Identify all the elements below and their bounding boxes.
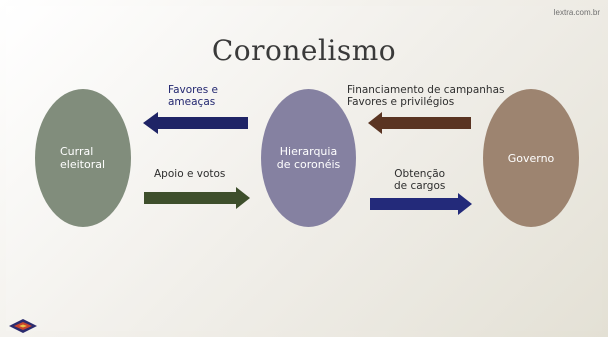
watermark: lextra.com.br bbox=[553, 8, 600, 17]
label-favores: Favores e ameaças bbox=[168, 84, 218, 108]
label-obtencao: Obtenção de cargos bbox=[394, 168, 446, 192]
arrow-favores bbox=[143, 112, 248, 134]
node-curral-label: Curral eleitoral bbox=[60, 145, 106, 171]
node-governo-label: Governo bbox=[507, 151, 555, 165]
label-apoio: Apoio e votos bbox=[154, 168, 226, 180]
node-hierarquia-label: Hierarquia de coronéis bbox=[276, 145, 341, 171]
node-curral-eleitoral: Curral eleitoral bbox=[35, 89, 131, 227]
node-hierarquia-coroneis: Hierarquia de coronéis bbox=[261, 89, 356, 227]
slide-title: Coronelismo bbox=[211, 34, 397, 67]
node-governo: Governo bbox=[483, 89, 579, 227]
logo-icon bbox=[9, 319, 37, 333]
arrow-apoio bbox=[144, 187, 250, 209]
label-financiamento: Financiamento de campanhas Favores e pri… bbox=[347, 84, 505, 108]
arrow-obtencao bbox=[370, 193, 472, 215]
arrow-financiamento bbox=[368, 112, 471, 134]
